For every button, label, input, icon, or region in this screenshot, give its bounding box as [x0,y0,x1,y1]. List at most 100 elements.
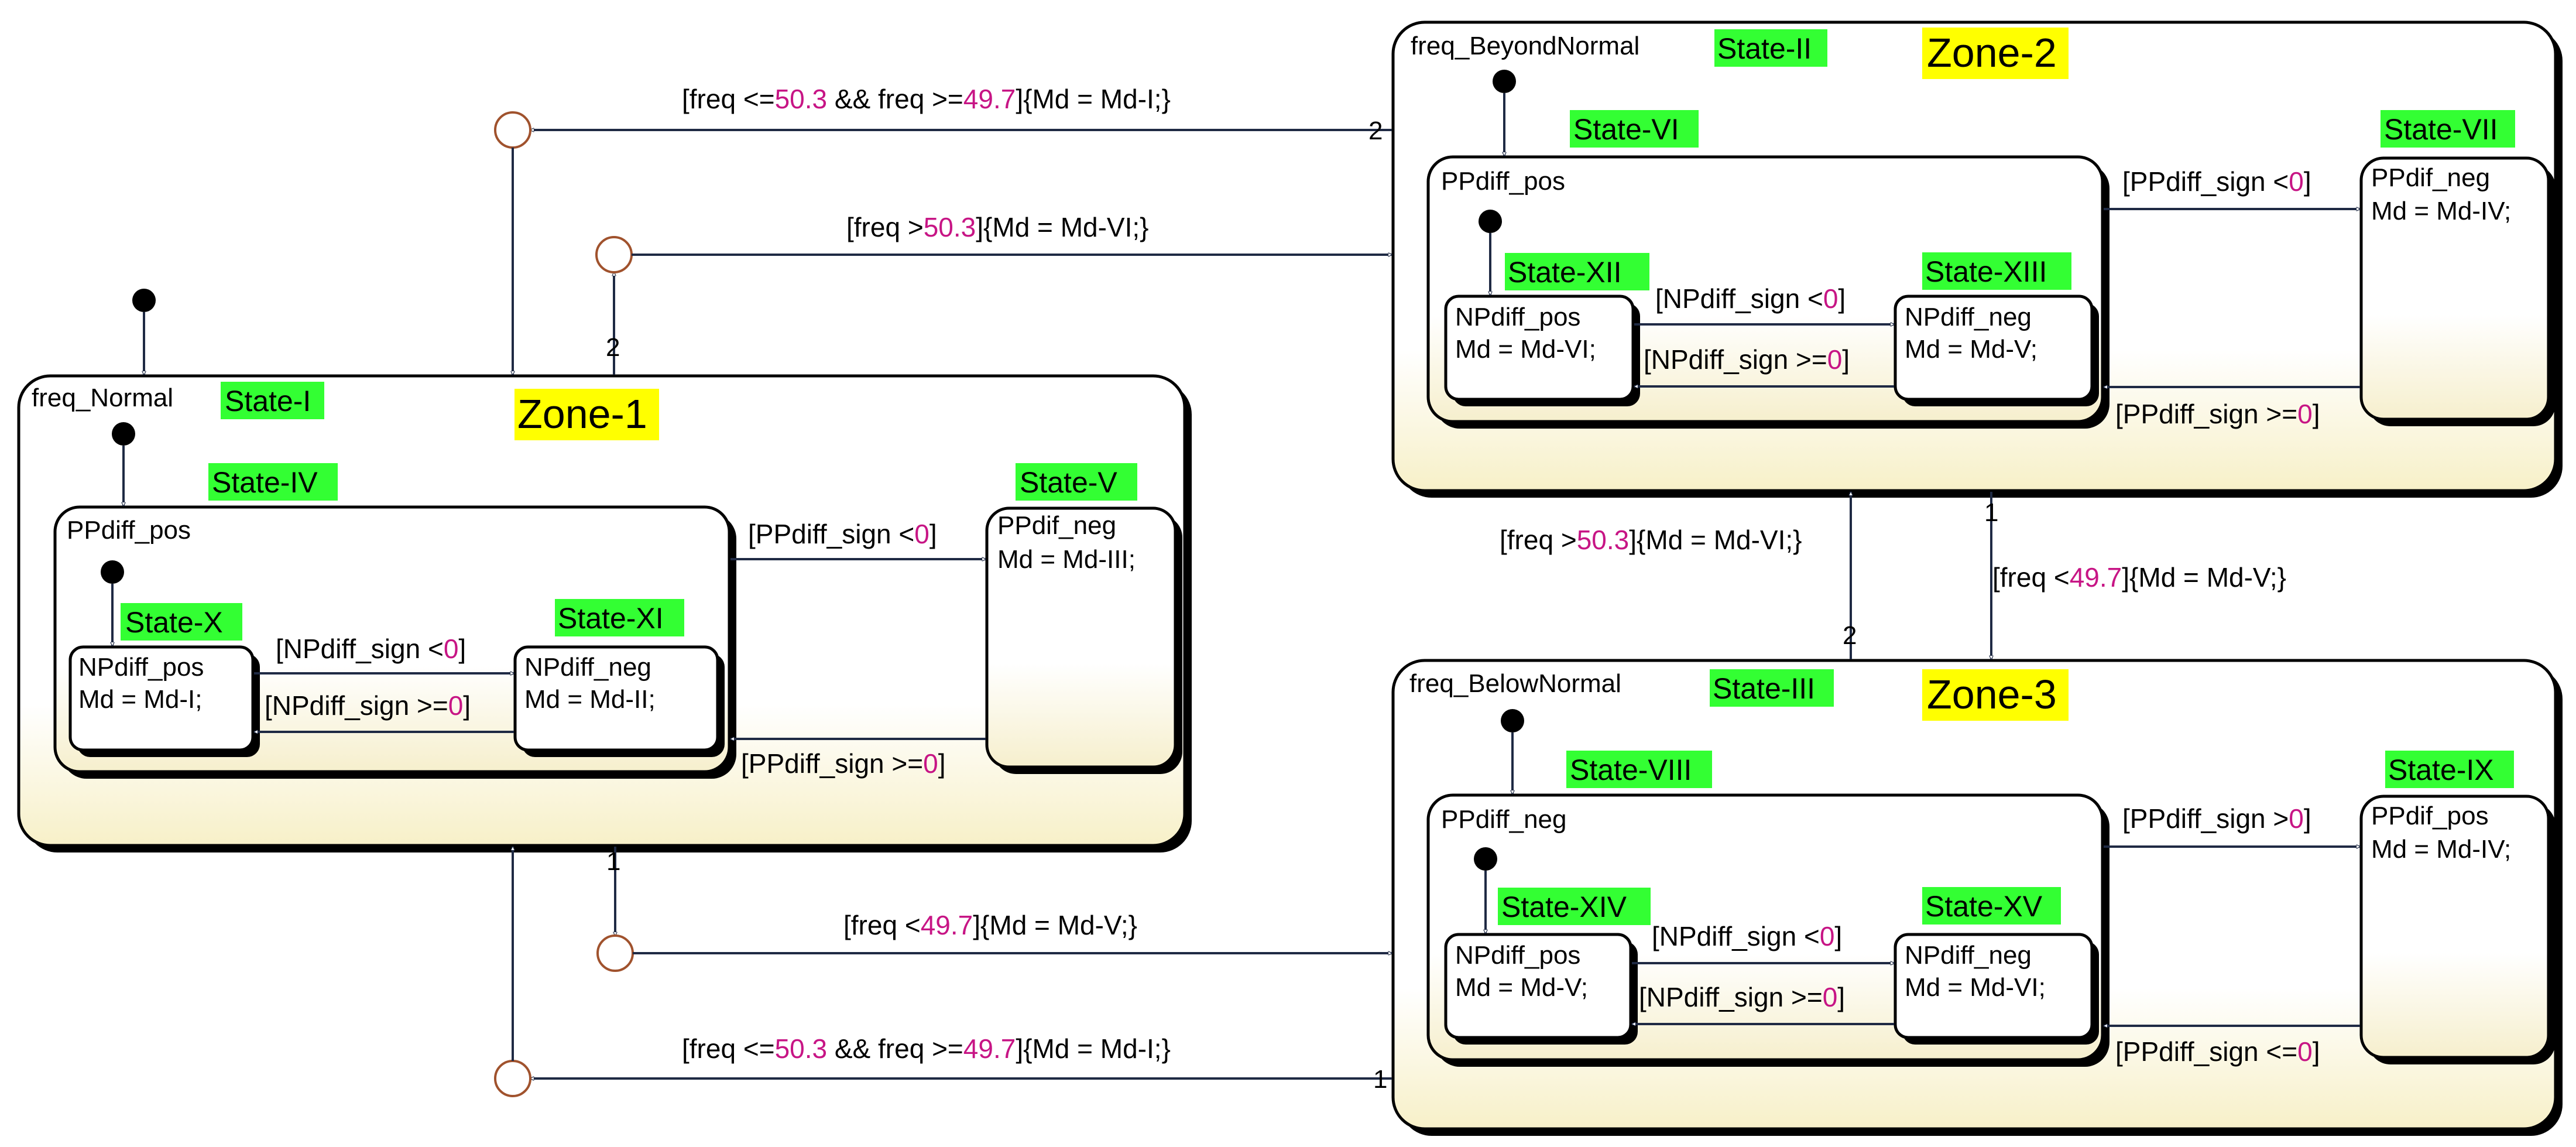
state-name: PPdiff_pos [67,516,191,545]
transition-label: [PPdiff_sign >0] [2122,803,2311,834]
default-transition-z1-npos[interactable] [101,560,124,646]
transition-below-to-normal[interactable]: [freq <=50.3 && freq >=49.7]{Md = Md-I;}… [494,847,1392,1097]
state-action: Md = Md-I; [78,685,203,714]
transition-normal-to-below[interactable]: [freq <49.7]{Md = Md-V;} 1 [596,847,1392,972]
state-action: Md = Md-II; [524,685,656,714]
state-z2-ppdif-neg[interactable]: PPdif_neg Md = Md-IV; State-VII [2359,110,2556,426]
state-z1-npdiff-neg[interactable]: NPdiff_neg Md = Md-II; State-XI [513,599,725,757]
state-z1-ppdif-neg[interactable]: PPdif_neg Md = Md-III; State-V [985,463,1182,774]
state-z3-npdiff-neg[interactable]: NPdiff_neg Md = Md-VI; State-XV [1894,887,2099,1045]
zone-label: Zone-3 [1927,672,2057,717]
transition-z2-pp-ge0[interactable]: [PPdiff_sign >=0] [2104,387,2360,429]
state-tag: State-X [125,606,223,639]
state-name: freq_Normal [32,384,173,412]
state-tag: State-XIII [1925,255,2047,288]
state-tag-bg [1570,110,1699,148]
state-z3-npdiff-pos[interactable]: NPdiff_pos Md = Md-V; State-XIV [1444,888,1651,1045]
state-tag-bg [221,382,324,419]
transition-z3-np-ge0[interactable]: [NPdiff_sign >=0] [1632,982,1894,1024]
junction-bottom-left [494,1060,531,1097]
state-action: Md = Md-IV; [2371,197,2511,225]
state-tag: State-VI [1573,113,1679,146]
state-action: Md = Md-VI; [1455,335,1596,364]
transition-z3-pp-le0[interactable]: [PPdiff_sign <=0] [2104,1026,2360,1067]
transition-z1-np-ge0[interactable]: [NPdiff_sign >=0] [254,690,514,732]
zone-label-bg [514,389,659,440]
transition-z1-pp-ge0[interactable]: [PPdiff_sign >=0] [730,739,986,779]
state-z2-npdiff-neg[interactable]: NPdiff_neg Md = Md-V; State-XIII [1894,252,2099,406]
state-tag: State-IV [212,466,318,499]
transition-label: [PPdiff_sign <=0] [2115,1036,2320,1067]
state-tag-bg [555,599,684,636]
state-tag: State-VII [2384,113,2498,146]
state-name: NPdiff_pos [1455,303,1580,331]
state-z1-npdiff-pos[interactable]: NPdiff_pos Md = Md-I; State-X [68,603,260,757]
state-name: PPdiff_neg [1441,805,1566,834]
transition-below-to-beyond[interactable]: [freq >50.3]{Md = Md-VI;} 2 [1500,492,1857,659]
transition-label: [freq <=50.3 && freq >=49.7]{Md = Md-I;} [682,1033,1171,1064]
state-name: PPdif_neg [997,511,1116,540]
state-tag: State-I [225,385,311,417]
transition-label: [freq >50.3]{Md = Md-VI;} [846,212,1149,242]
state-tag-bg [2385,751,2514,788]
state-tag: State-XV [1925,890,2043,923]
state-tag-bg [1505,253,1649,290]
state-name: freq_BeyondNormal [1411,32,1639,60]
junction-top-left [494,111,531,149]
transition-z1-np-lt0[interactable]: [NPdiff_sign <0] [254,634,514,673]
transition-order: 2 [1843,621,1857,650]
state-action: Md = Md-VI; [1905,973,2046,1002]
state-name: NPdiff_pos [78,653,204,682]
state-name: PPdiff_pos [1441,167,1565,196]
state-action: Md = Md-IV; [2371,835,2511,864]
state-action: Md = Md-III; [997,545,1136,574]
transition-normal-to-beyond[interactable]: [freq >50.3]{Md = Md-VI;} 2 [595,212,1392,375]
default-transition-beyond[interactable] [1493,70,1516,156]
state-tag-bg [208,463,338,501]
transition-z1-pp-lt0[interactable]: [PPdiff_sign <0] [730,519,986,559]
state-tag: State-XIV [1501,891,1627,923]
default-transition-z2-npos[interactable] [1479,210,1502,295]
transition-z2-np-ge0[interactable]: [NPdiff_sign >=0] [1634,344,1894,386]
junction-upper [595,236,633,273]
transition-label: [NPdiff_sign <0] [1655,283,1846,314]
transition-label: [NPdiff_sign <0] [276,634,466,664]
zone-label: Zone-1 [517,391,647,437]
state-action: Md = Md-V; [1455,973,1588,1002]
transition-label: [freq >50.3]{Md = Md-VI;} [1500,525,1802,555]
transition-z2-pp-lt0[interactable]: [PPdiff_sign <0] [2104,166,2360,209]
transition-order: 1 [606,847,620,876]
state-tag-bg [1922,887,2061,925]
transition-z3-pp-gt0[interactable]: [PPdiff_sign >0] [2104,803,2360,847]
transition-beyond-to-below[interactable]: [freq <49.7]{Md = Md-V;} 1 [1984,492,2286,659]
zone-label: Zone-2 [1927,30,2057,76]
state-z2-npdiff-pos[interactable]: NPdiff_pos Md = Md-VI; State-XII [1444,253,1649,406]
state-tag: State-III [1713,672,1815,705]
state-z3-ppdif-pos[interactable]: PPdif_pos Md = Md-IV; State-IX [2359,751,2556,1064]
state-tag-bg [1498,888,1651,925]
transition-label: [NPdiff_sign <0] [1652,921,1842,951]
transition-beyond-to-normal[interactable]: [freq <=50.3 && freq >=49.7]{Md = Md-I;}… [494,84,1392,375]
transition-label: [PPdiff_sign <0] [748,519,937,549]
transition-label: [NPdiff_sign >=0] [1639,982,1845,1012]
state-tag-bg [2381,110,2515,148]
state-name: NPdiff_neg [1905,941,2032,970]
state-tag-bg [1710,669,1834,707]
transition-z3-np-lt0[interactable]: [NPdiff_sign <0] [1632,921,1894,963]
transition-label: [freq <=50.3 && freq >=49.7]{Md = Md-I;} [682,84,1171,114]
zone-label-bg [1922,669,2069,721]
default-transition-z1-pos[interactable] [112,422,135,506]
state-action: Md = Md-V; [1905,335,2038,364]
default-transition-below[interactable] [1501,709,1524,794]
default-transition-normal[interactable] [132,289,156,375]
state-name: NPdiff_neg [1905,303,2032,331]
state-tag: State-IX [2388,754,2494,786]
state-tag-bg [1922,252,2071,290]
transition-order: 2 [606,333,620,362]
default-transition-z3-npos[interactable] [1474,847,1497,933]
transition-z2-np-lt0[interactable]: [NPdiff_sign <0] [1634,283,1894,324]
transition-order: 1 [1984,498,1998,527]
state-name: PPdif_pos [2371,802,2489,830]
transition-label: [PPdiff_sign >=0] [741,748,946,779]
